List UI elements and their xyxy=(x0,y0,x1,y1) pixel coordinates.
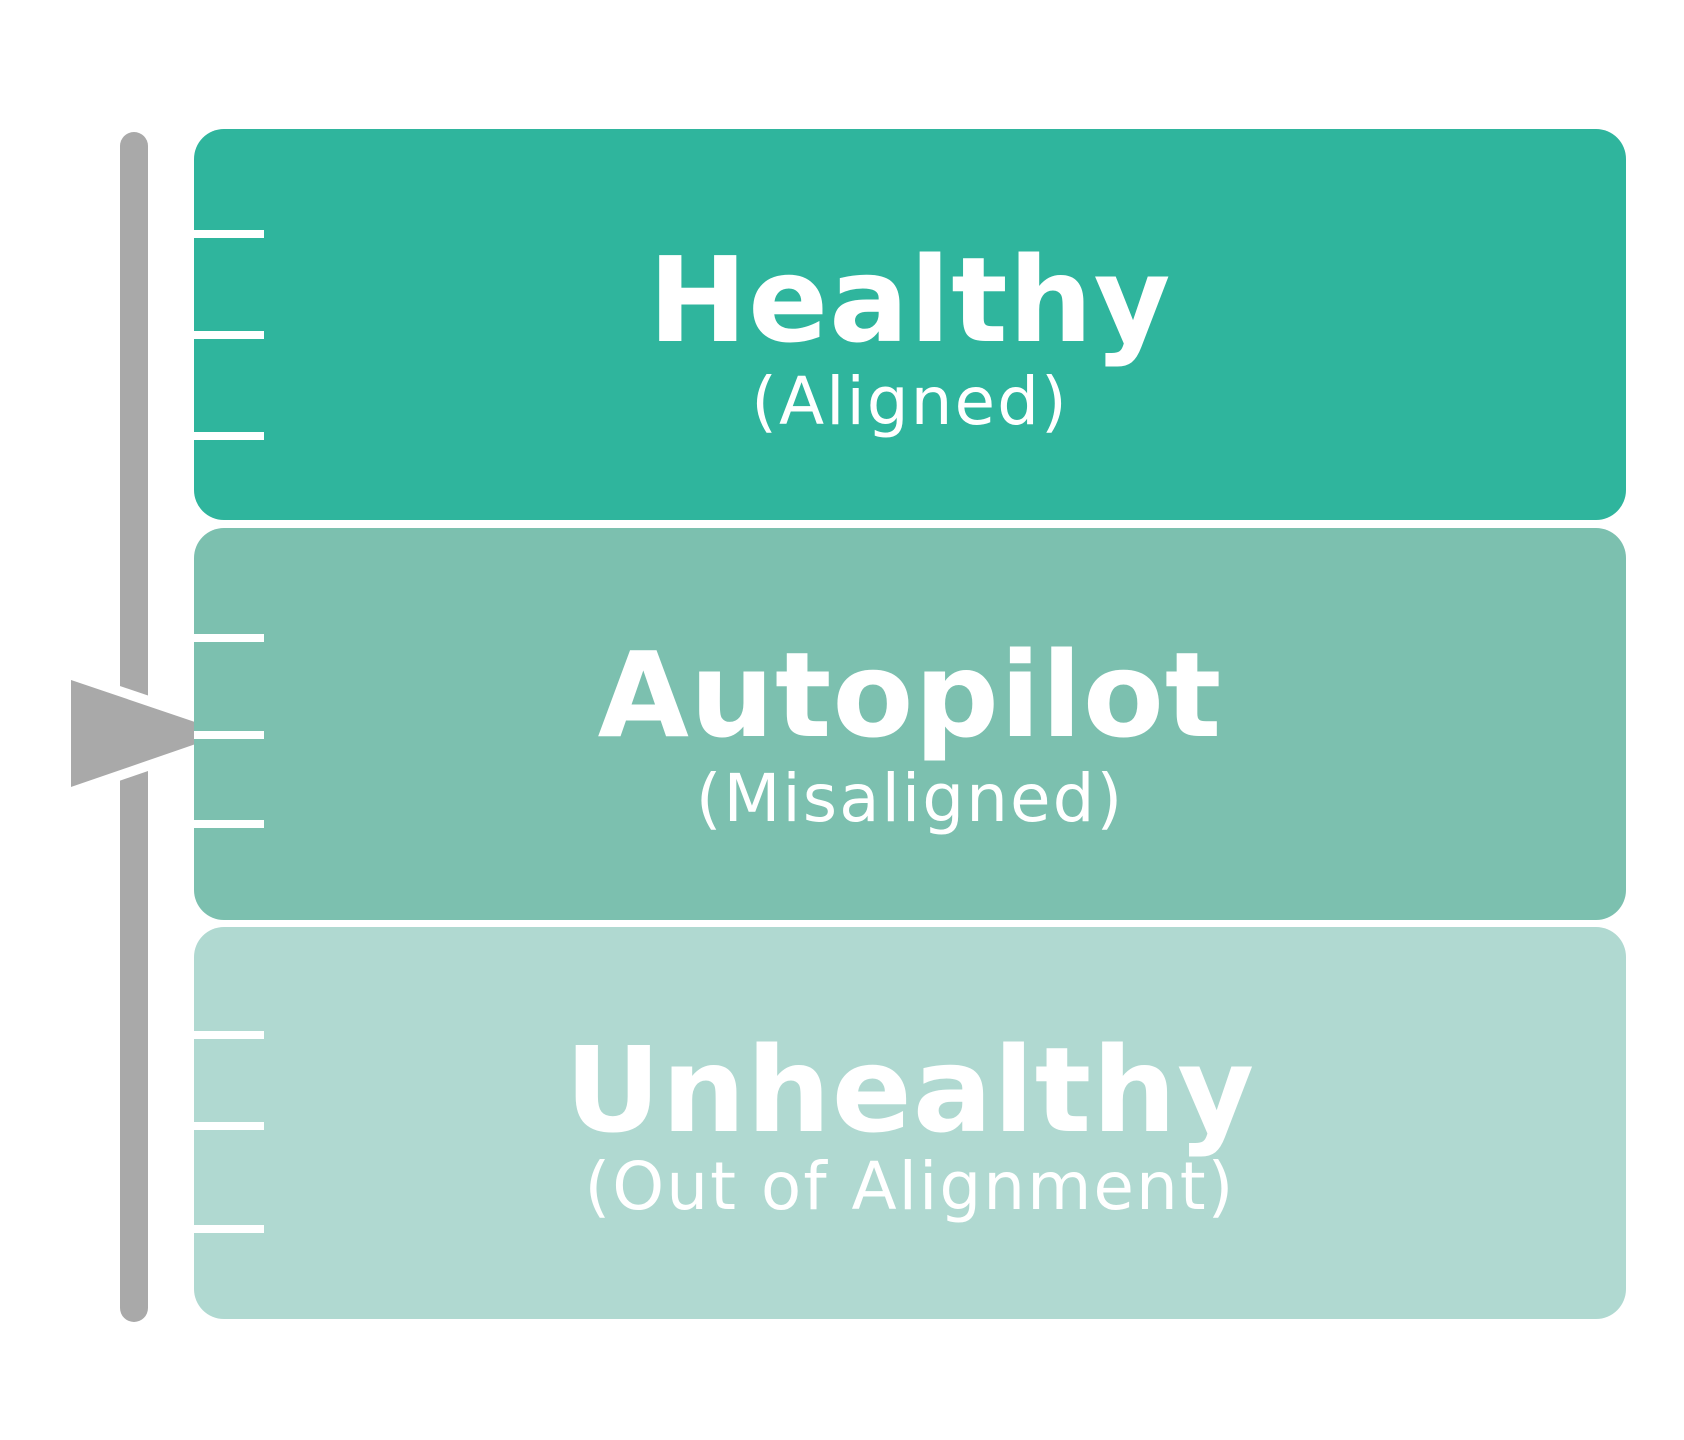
triangle-pointer-icon xyxy=(61,668,248,799)
level-autopilot: Autopilot (Misaligned) xyxy=(194,528,1626,920)
level-unhealthy: Unhealthy (Out of Alignment) xyxy=(194,927,1626,1319)
alignment-scale xyxy=(61,132,248,1322)
scale-tick xyxy=(194,1122,264,1130)
scale-tick xyxy=(194,331,264,339)
level-title: Unhealthy xyxy=(564,1021,1256,1159)
scale-tick xyxy=(194,230,264,238)
level-title: Healthy xyxy=(648,231,1172,369)
scale-tick xyxy=(194,1031,264,1039)
scale-tick xyxy=(194,731,264,739)
scale-tick xyxy=(194,820,264,828)
level-title: Autopilot xyxy=(597,626,1223,764)
scale-tick xyxy=(194,432,264,440)
level-subtitle: (Out of Alignment) xyxy=(584,1148,1236,1225)
level-subtitle: (Misaligned) xyxy=(695,760,1125,837)
level-subtitle: (Aligned) xyxy=(751,363,1069,440)
scale-tick xyxy=(194,634,264,642)
scale-tick xyxy=(194,1225,264,1233)
level-healthy: Healthy (Aligned) xyxy=(194,129,1626,520)
